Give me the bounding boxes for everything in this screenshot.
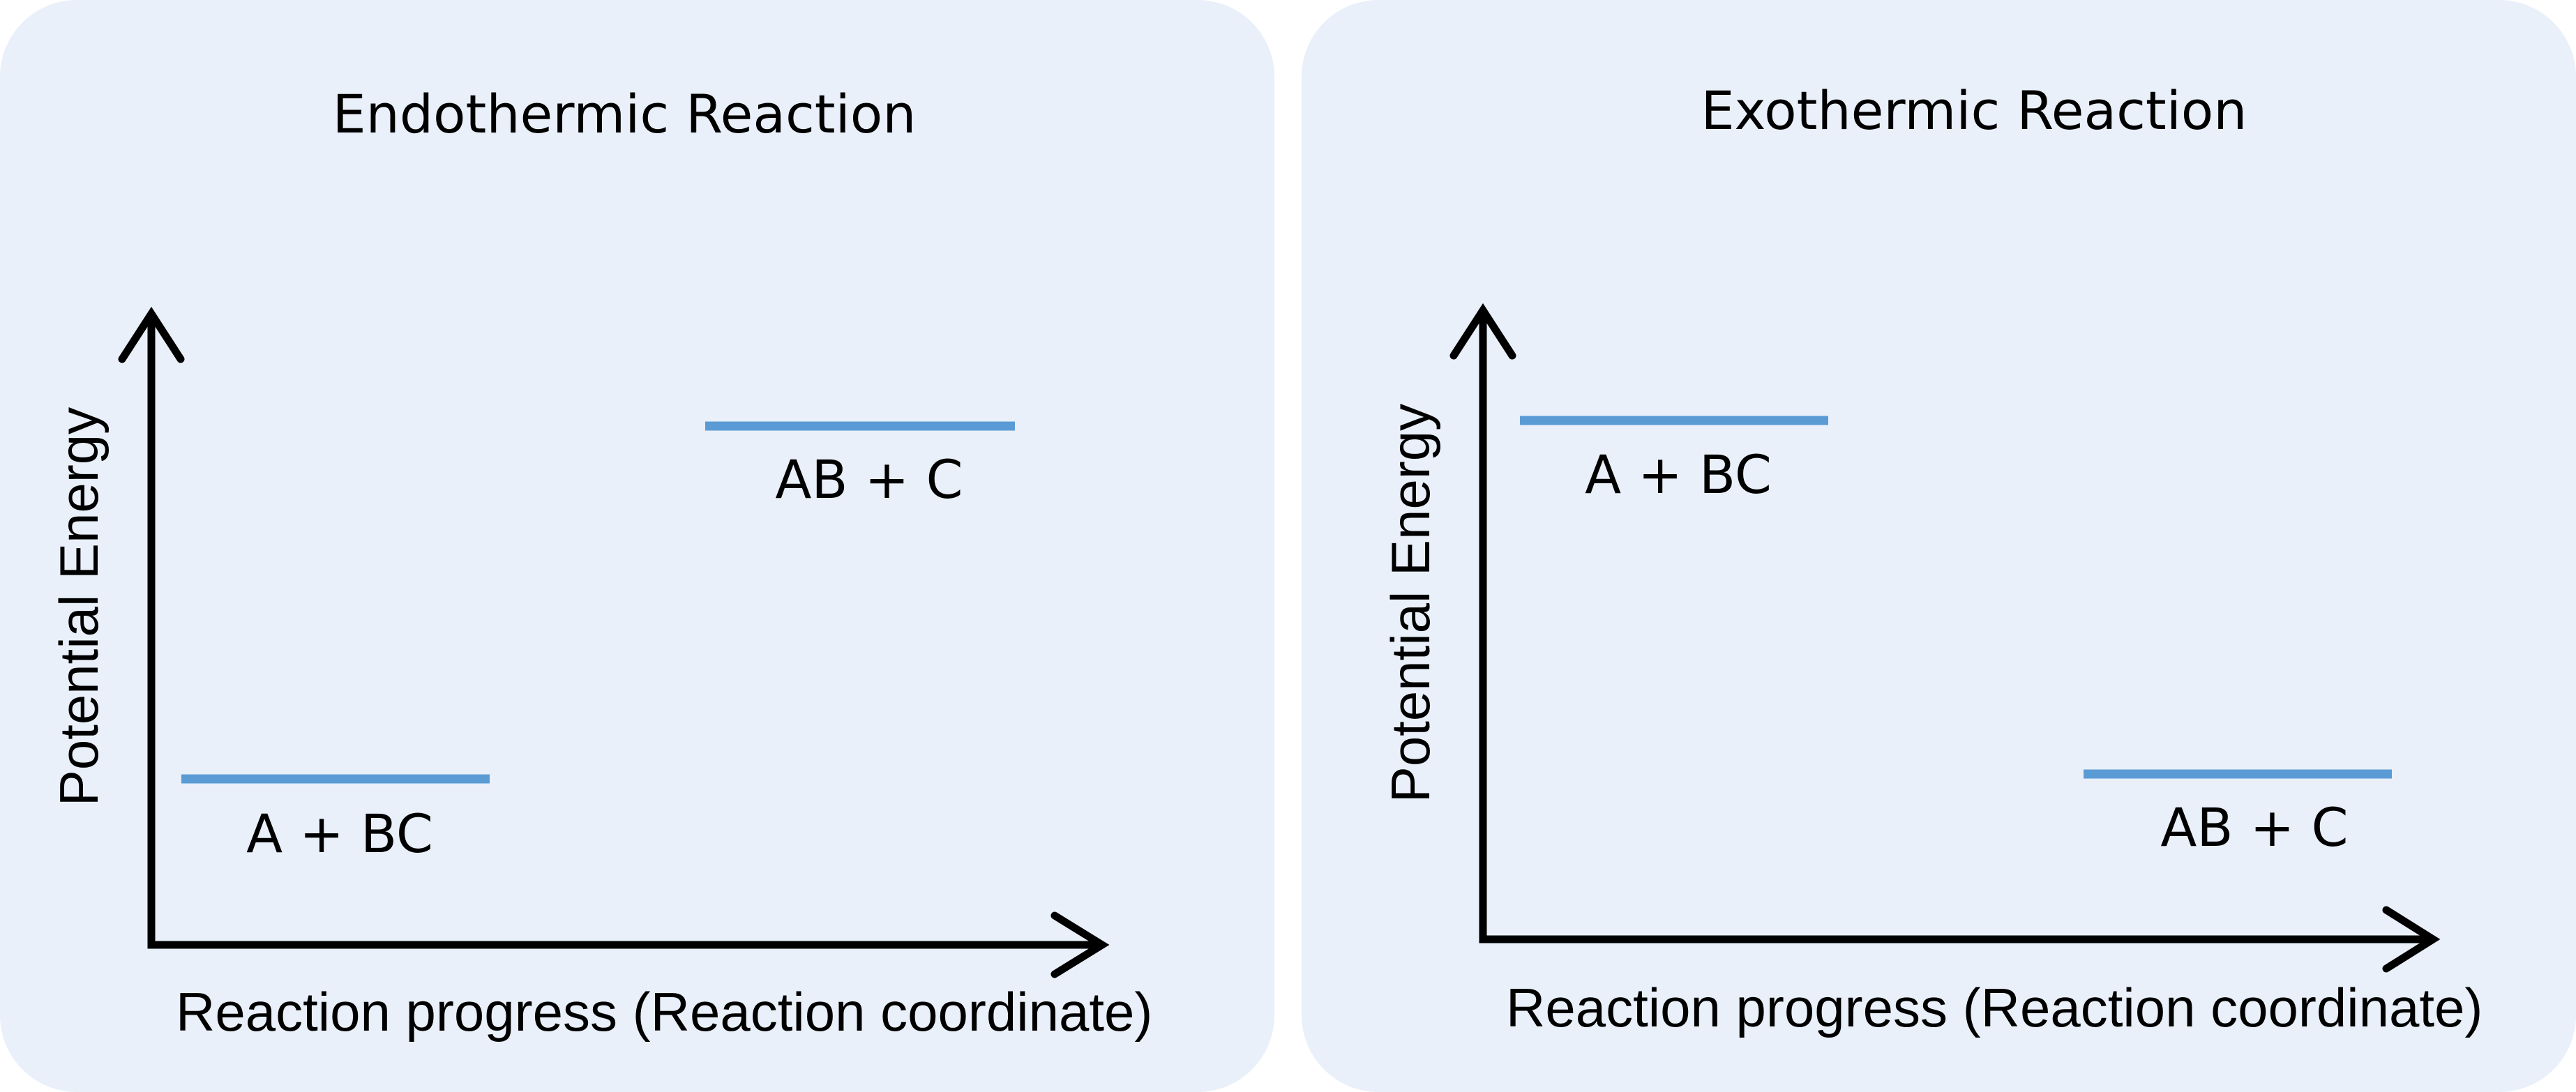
exothermic-diagram: Exothermic Reaction Potential Energy Rea… — [1380, 79, 2483, 1038]
y-axis-arrow-icon — [118, 306, 185, 363]
y-axis-label: Potential Energy — [48, 407, 110, 806]
x-axis-label: Reaction progress (Reaction coordinate) — [1506, 977, 2483, 1038]
x-axis-label: Reaction progress (Reaction coordinate) — [176, 981, 1152, 1042]
endothermic-panel: Endothermic Reaction Potential Energy Re… — [0, 0, 1274, 1092]
endothermic-title: Endothermic Reaction — [333, 83, 917, 145]
exothermic-panel: Exothermic Reaction Potential Energy Rea… — [1302, 0, 2576, 1092]
product-label: AB + C — [2160, 796, 2348, 858]
reactant-label: A + BC — [1585, 443, 1772, 506]
y-axis-label: Potential Energy — [1380, 404, 1441, 803]
x-axis-arrow-icon — [1050, 911, 1110, 978]
exothermic-title: Exothermic Reaction — [1701, 79, 2247, 142]
reactant-label: A + BC — [246, 803, 433, 865]
product-label: AB + C — [775, 448, 963, 510]
y-axis-arrow-icon — [1449, 303, 1516, 360]
x-axis-arrow-icon — [2382, 906, 2441, 973]
endothermic-diagram: Endothermic Reaction Potential Energy Re… — [48, 83, 1152, 1042]
